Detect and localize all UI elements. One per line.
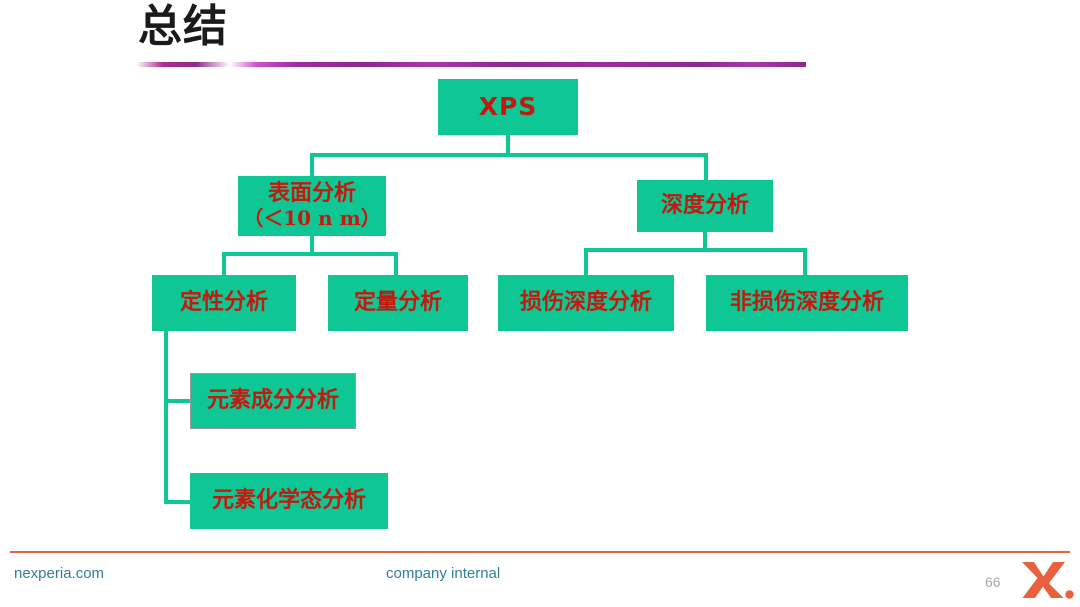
- node-depth-analysis[interactable]: 深度分析: [637, 180, 773, 232]
- footer-divider: [10, 551, 1070, 553]
- title-underline-rule: [136, 62, 806, 67]
- node-surface-analysis-line1: 表面分析: [267, 180, 356, 207]
- footer-site-link[interactable]: nexperia.com: [14, 565, 105, 582]
- node-surface-analysis[interactable]: 表面分析 （＜10 n m）: [238, 176, 386, 236]
- node-quantitative-analysis[interactable]: 定量分析: [328, 275, 468, 331]
- nexperia-logo-icon: [1022, 562, 1074, 599]
- connector-rail-to-element-composition: [164, 399, 192, 403]
- connector-depth-stem: [703, 232, 707, 250]
- node-nondestructive-depth-analysis[interactable]: 非损伤深度分析: [706, 275, 908, 331]
- connector-surface-to-quantitative: [394, 252, 398, 277]
- node-qualitative-analysis[interactable]: 定性分析: [152, 275, 296, 331]
- connector-root-stem: [506, 135, 510, 155]
- connector-root-to-depth: [704, 153, 708, 182]
- connector-depth-bus: [584, 248, 807, 252]
- node-element-composition-analysis[interactable]: 元素成分分析: [190, 373, 356, 429]
- footer-classification: company internal: [386, 565, 501, 582]
- connector-surface-stem: [310, 236, 314, 254]
- connector-surface-to-qualitative: [222, 252, 226, 277]
- node-destructive-depth-analysis[interactable]: 损伤深度分析: [498, 275, 674, 331]
- connector-qualitative-rail: [164, 331, 168, 504]
- xps-tree-diagram: XPS 表面分析 （＜10 n m） 深度分析 定性分析 定量分析 损伤深度分析…: [152, 79, 908, 529]
- connector-rail-to-chemical-state: [164, 500, 192, 504]
- node-element-chemical-state-analysis[interactable]: 元素化学态分析: [190, 473, 388, 529]
- connector-depth-to-destructive: [584, 248, 588, 277]
- node-xps[interactable]: XPS: [438, 79, 578, 135]
- page-number: 66: [985, 574, 1001, 590]
- connector-root-bus: [310, 153, 708, 157]
- connector-surface-bus: [222, 252, 398, 256]
- connector-root-to-surface: [310, 153, 314, 178]
- page-title: 总结: [138, 1, 228, 52]
- connector-depth-to-nondestructive: [803, 248, 807, 277]
- node-surface-analysis-line2: （＜10 n m）: [243, 206, 381, 231]
